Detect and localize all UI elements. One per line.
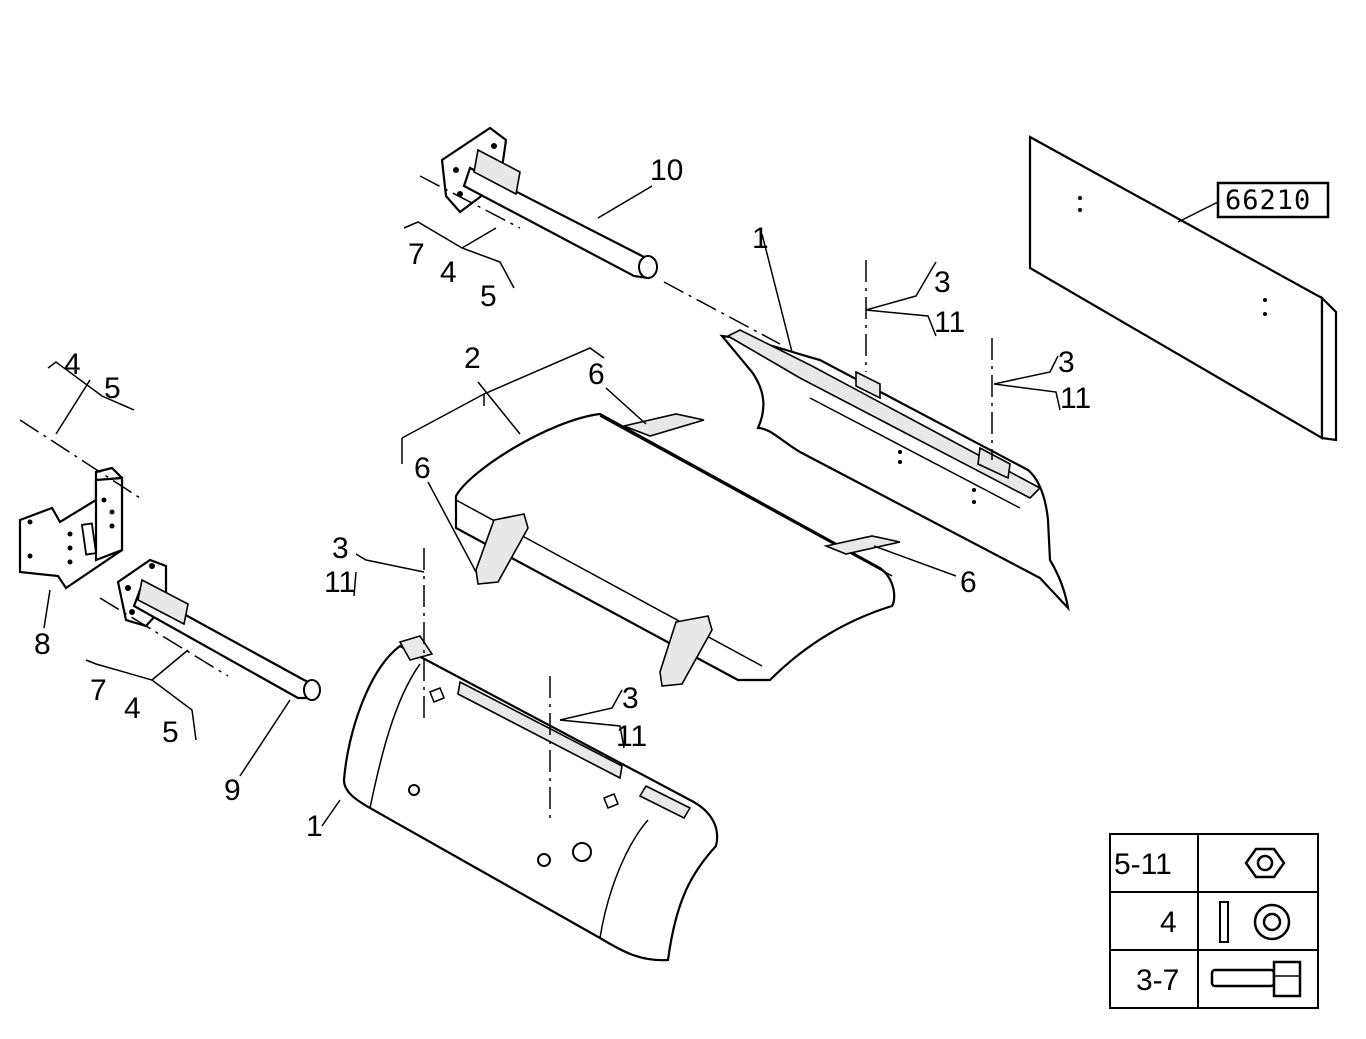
callout-11-d: 11 xyxy=(616,720,647,753)
callout-8: 8 xyxy=(34,628,51,661)
callout-4-left: 4 xyxy=(64,348,81,381)
callout-5-left: 5 xyxy=(104,372,121,405)
callout-11-c: 11 xyxy=(324,566,355,599)
callout-7-top: 7 xyxy=(408,238,425,271)
callout-2: 2 xyxy=(464,342,481,375)
callout-9: 9 xyxy=(224,774,241,807)
callout-5-top: 5 xyxy=(480,280,497,313)
callout-6-left: 6 xyxy=(414,452,431,485)
part-1-upper-shield xyxy=(719,233,1070,612)
callout-11-a: 11 xyxy=(934,306,965,339)
callout-5-bot: 5 xyxy=(162,716,179,749)
callout-4-bot: 4 xyxy=(124,692,141,725)
callout-6-top: 6 xyxy=(588,358,605,391)
callout-labels: 10 7 4 5 1 3 11 3 11 2 6 4 5 6 3 11 6 8 … xyxy=(34,154,1091,843)
part-8-bracket xyxy=(18,419,141,629)
part-1-lower-shield xyxy=(321,548,719,962)
callout-1-top: 1 xyxy=(752,222,769,255)
bolt-icon xyxy=(1210,960,1302,998)
panel-66210 xyxy=(1028,135,1338,442)
fastener-legend: 5-11 4 3-7 xyxy=(1109,833,1319,1009)
reference-number: 66210 xyxy=(1225,185,1311,216)
callout-7-bot: 7 xyxy=(90,674,107,707)
legend-label-3-7: 3-7 xyxy=(1136,964,1179,997)
part-10-upper-shaft xyxy=(419,126,781,345)
washer-icon xyxy=(1219,901,1291,943)
legend-label-5-11: 5-11 xyxy=(1114,848,1172,881)
hex-nut-icon xyxy=(1244,847,1286,879)
callout-10: 10 xyxy=(650,154,683,187)
callout-6-right: 6 xyxy=(960,566,977,599)
callout-4-top: 4 xyxy=(440,256,457,289)
leader-lines xyxy=(47,221,1061,749)
reference-box: 66210 xyxy=(1216,181,1330,219)
callout-3-b: 3 xyxy=(1058,346,1075,379)
callout-3-a: 3 xyxy=(934,266,951,299)
legend-label-4: 4 xyxy=(1160,906,1177,939)
callout-3-c: 3 xyxy=(332,532,349,565)
callout-1-bot: 1 xyxy=(306,810,323,843)
callout-11-b: 11 xyxy=(1060,382,1091,415)
callout-3-d: 3 xyxy=(622,682,639,715)
part-2-center-shield xyxy=(454,381,901,687)
part-9-lower-shaft xyxy=(99,558,321,777)
